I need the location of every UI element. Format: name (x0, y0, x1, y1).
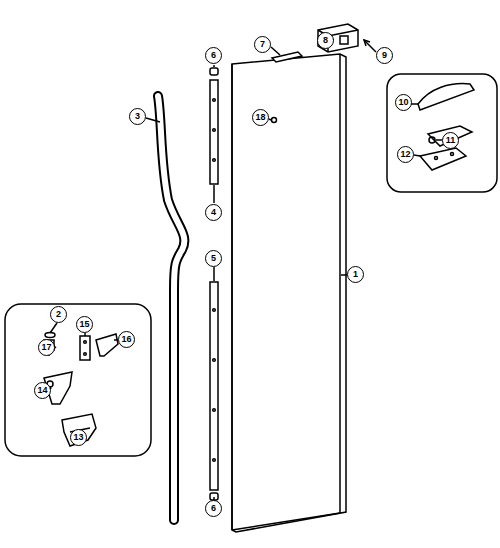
callout-number: 16 (118, 331, 135, 348)
callout-number: 18 (252, 109, 269, 126)
callout-number: 17 (38, 339, 55, 356)
callout-number: 3 (129, 108, 146, 125)
callout-number: 14 (34, 382, 51, 399)
callout-number: 4 (205, 204, 222, 221)
callout-number: 7 (254, 36, 271, 53)
callout-number: 8 (317, 32, 334, 49)
callout-number: 2 (50, 306, 67, 323)
callout-number: 13 (70, 429, 87, 446)
callout-number: 11 (442, 132, 459, 149)
callout-number: 6 (205, 500, 222, 517)
callout-number: 6 (205, 47, 222, 64)
callout-number: 5 (205, 250, 222, 267)
callout-number: 10 (395, 94, 412, 111)
callout-number: 12 (397, 146, 414, 163)
callout-number: 9 (376, 47, 393, 64)
callout-number: 1 (347, 266, 364, 283)
callout-number: 15 (76, 316, 93, 333)
